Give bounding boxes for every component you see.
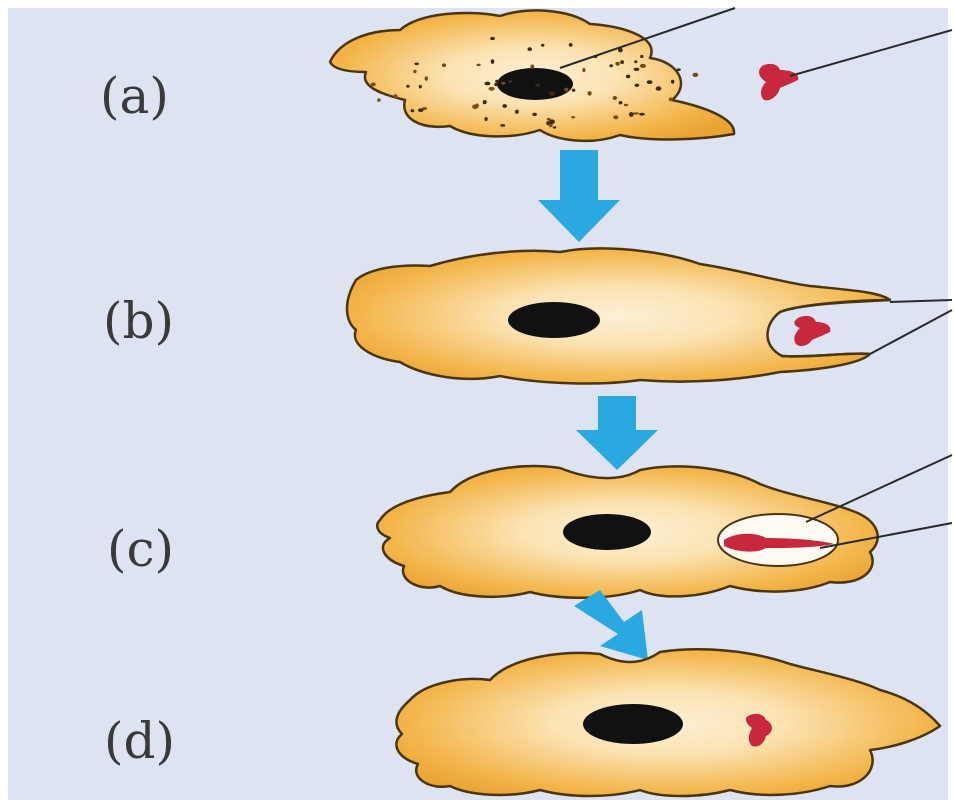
cytoplasm-granule — [620, 60, 624, 64]
cytoplasm-granule — [442, 63, 446, 67]
cytoplasm-granule — [500, 124, 505, 127]
nucleus-icon — [508, 302, 600, 338]
cytoplasm-granule — [532, 113, 537, 116]
cytoplasm-granule — [634, 60, 637, 63]
cytoplasm-granule — [572, 89, 576, 92]
cytoplasm-granule — [609, 64, 613, 67]
cytoplasm-granule — [477, 64, 481, 67]
nucleus-icon — [497, 68, 573, 100]
cytoplasm-granule — [406, 85, 409, 88]
cytoplasm-granule — [371, 83, 376, 87]
cytoplasm-granule — [394, 94, 398, 99]
stage-label-a: (a) — [100, 67, 169, 125]
cytoplasm-granule — [377, 98, 381, 101]
stage-label-c: (c) — [107, 520, 174, 578]
cytoplasm-granule — [418, 108, 424, 112]
cytoplasm-granule — [635, 84, 640, 87]
cytoplasm-granule — [530, 65, 534, 69]
cytoplasm-granule — [553, 126, 557, 128]
cytoplasm-granule — [472, 105, 478, 109]
cytoplasm-granule — [582, 68, 585, 72]
cytoplasm-granule — [414, 63, 419, 66]
cytoplasm-granule — [613, 115, 618, 119]
cytoplasm-granule — [639, 113, 645, 116]
cytoplasm-granule — [693, 73, 699, 77]
cytoplasm-granule — [419, 85, 422, 89]
cytoplasm-granule — [634, 68, 640, 71]
cytoplasm-granule — [425, 76, 428, 81]
cytoplasm-granule — [626, 75, 630, 79]
cytoplasm-granule — [411, 109, 415, 112]
cytoplasm-granule — [676, 68, 680, 71]
cytoplasm-granule — [669, 98, 673, 102]
cytoplasm-granule — [549, 119, 555, 124]
cytoplasm-granule — [633, 112, 639, 114]
cytoplasm-granule — [495, 80, 499, 83]
cytoplasm-granule — [613, 96, 617, 100]
nucleus-icon — [563, 514, 651, 550]
cytoplasm-granule — [535, 84, 540, 87]
cytoplasm-granule — [569, 43, 573, 47]
cytoplasm-granule — [490, 37, 495, 40]
stage-label-d: (d) — [104, 712, 175, 770]
cytoplasm-granule — [671, 80, 674, 84]
stage-label-b: (b) — [103, 292, 174, 350]
cytoplasm-granule — [647, 80, 653, 84]
cytoplasm-granule — [489, 87, 495, 91]
cytoplasm-granule — [541, 44, 544, 47]
cytoplasm-granule — [619, 101, 623, 104]
nucleus-icon — [583, 704, 683, 744]
cytoplasm-granule — [501, 82, 505, 85]
cytoplasm-granule — [502, 104, 507, 108]
cytoplasm-granule — [571, 116, 575, 118]
cytoplasm-granule — [615, 62, 620, 66]
cytoplasm-granule — [485, 82, 491, 86]
cytoplasm-granule — [515, 110, 519, 114]
cytoplasm-granule — [624, 104, 628, 106]
cytoplasm-granule — [629, 112, 634, 117]
cytoplasm-granule — [527, 47, 532, 51]
cytoplasm-granule — [494, 83, 498, 87]
cytoplasm-granule — [588, 91, 592, 96]
cytoplasm-granule — [656, 86, 662, 90]
cytoplasm-granule — [640, 64, 646, 68]
cytoplasm-granule — [593, 55, 597, 58]
cytoplasm-granule — [549, 91, 555, 96]
cytoplasm-granule — [564, 88, 568, 92]
cytoplasm-granule — [483, 100, 487, 104]
cytoplasm-granule — [491, 59, 495, 64]
cytoplasm-granule — [485, 117, 488, 121]
cytoplasm-granule — [413, 70, 416, 73]
cytoplasm-granule — [508, 80, 512, 83]
cytoplasm-granule — [640, 55, 643, 58]
cytoplasm-granule — [618, 48, 623, 53]
